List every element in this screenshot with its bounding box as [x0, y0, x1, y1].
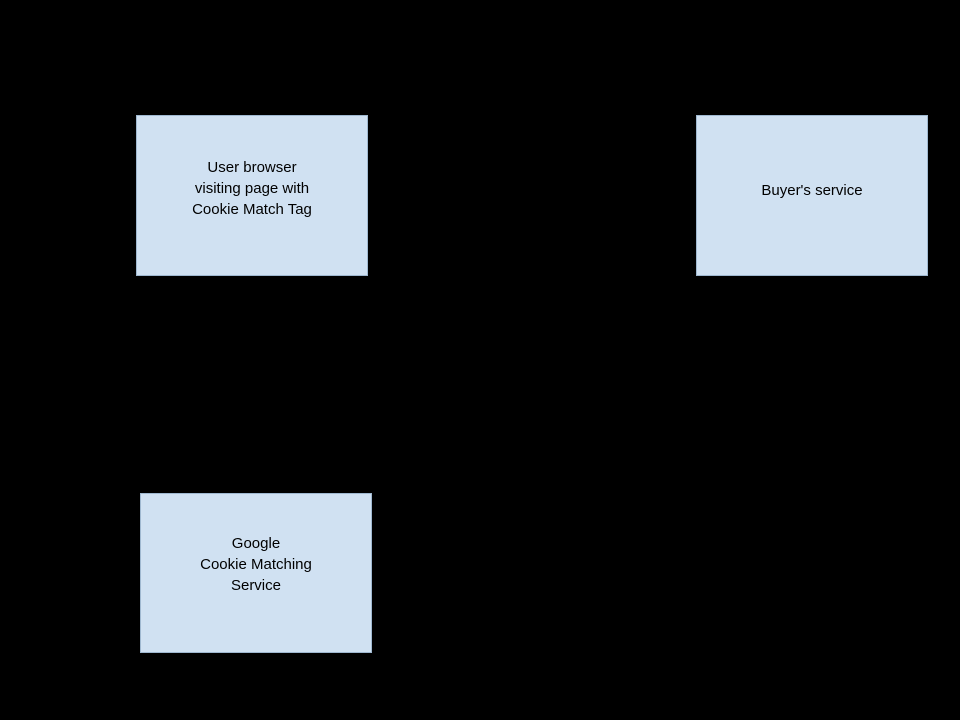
diagram-node-google-cookie-matching-service[interactable]: Google Cookie Matching Service [140, 493, 372, 653]
diagram-node-buyers-service-label: Buyer's service [761, 182, 863, 199]
diagram-node-user-browser-label: User browser visiting page with Cookie M… [192, 159, 312, 218]
diagram-node-google-cookie-matching-service-label: Google Cookie Matching Service [200, 535, 312, 594]
diagram-node-user-browser[interactable]: User browser visiting page with Cookie M… [136, 115, 368, 276]
diagram-node-buyers-service[interactable]: Buyer's service [696, 115, 928, 276]
